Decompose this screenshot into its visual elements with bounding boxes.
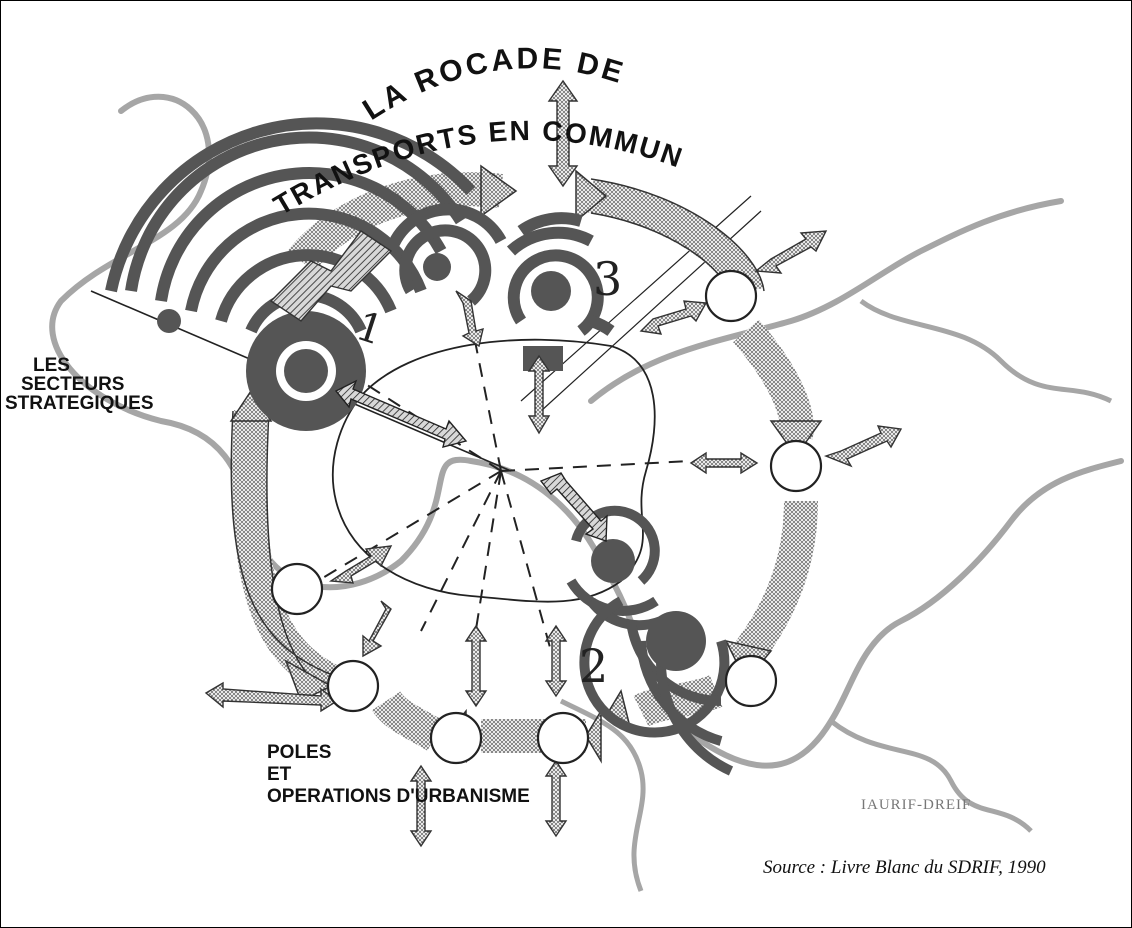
sector-north-west	[391, 209, 501, 301]
pole-north-east	[706, 271, 756, 321]
river-branch-east	[831, 721, 1031, 831]
pole-south-west	[328, 661, 378, 711]
pole-south-1	[538, 713, 588, 763]
label-les: LES	[33, 356, 70, 375]
label-operations: OPERATIONS D'URBANISME	[267, 787, 530, 806]
pole-south-east	[726, 656, 776, 706]
credit-label: IAURIF-DREIF	[861, 797, 971, 814]
pole-south-2	[431, 713, 481, 763]
label-poles: POLES	[267, 743, 331, 762]
label-strategiques: STRATEGIQUES	[5, 394, 154, 413]
sector-number-2: 2	[579, 643, 608, 689]
river-branch-north	[861, 301, 1111, 401]
pole-west	[272, 564, 322, 614]
label-secteurs: SECTEURS	[21, 375, 124, 394]
source-caption: Source : Livre Blanc du SDRIF, 1990	[763, 857, 1046, 879]
sector-number-3: 3	[593, 256, 622, 302]
label-et: ET	[267, 765, 291, 784]
title-line1-path: LA ROCADE DE	[357, 42, 629, 126]
pole-east	[771, 441, 821, 491]
